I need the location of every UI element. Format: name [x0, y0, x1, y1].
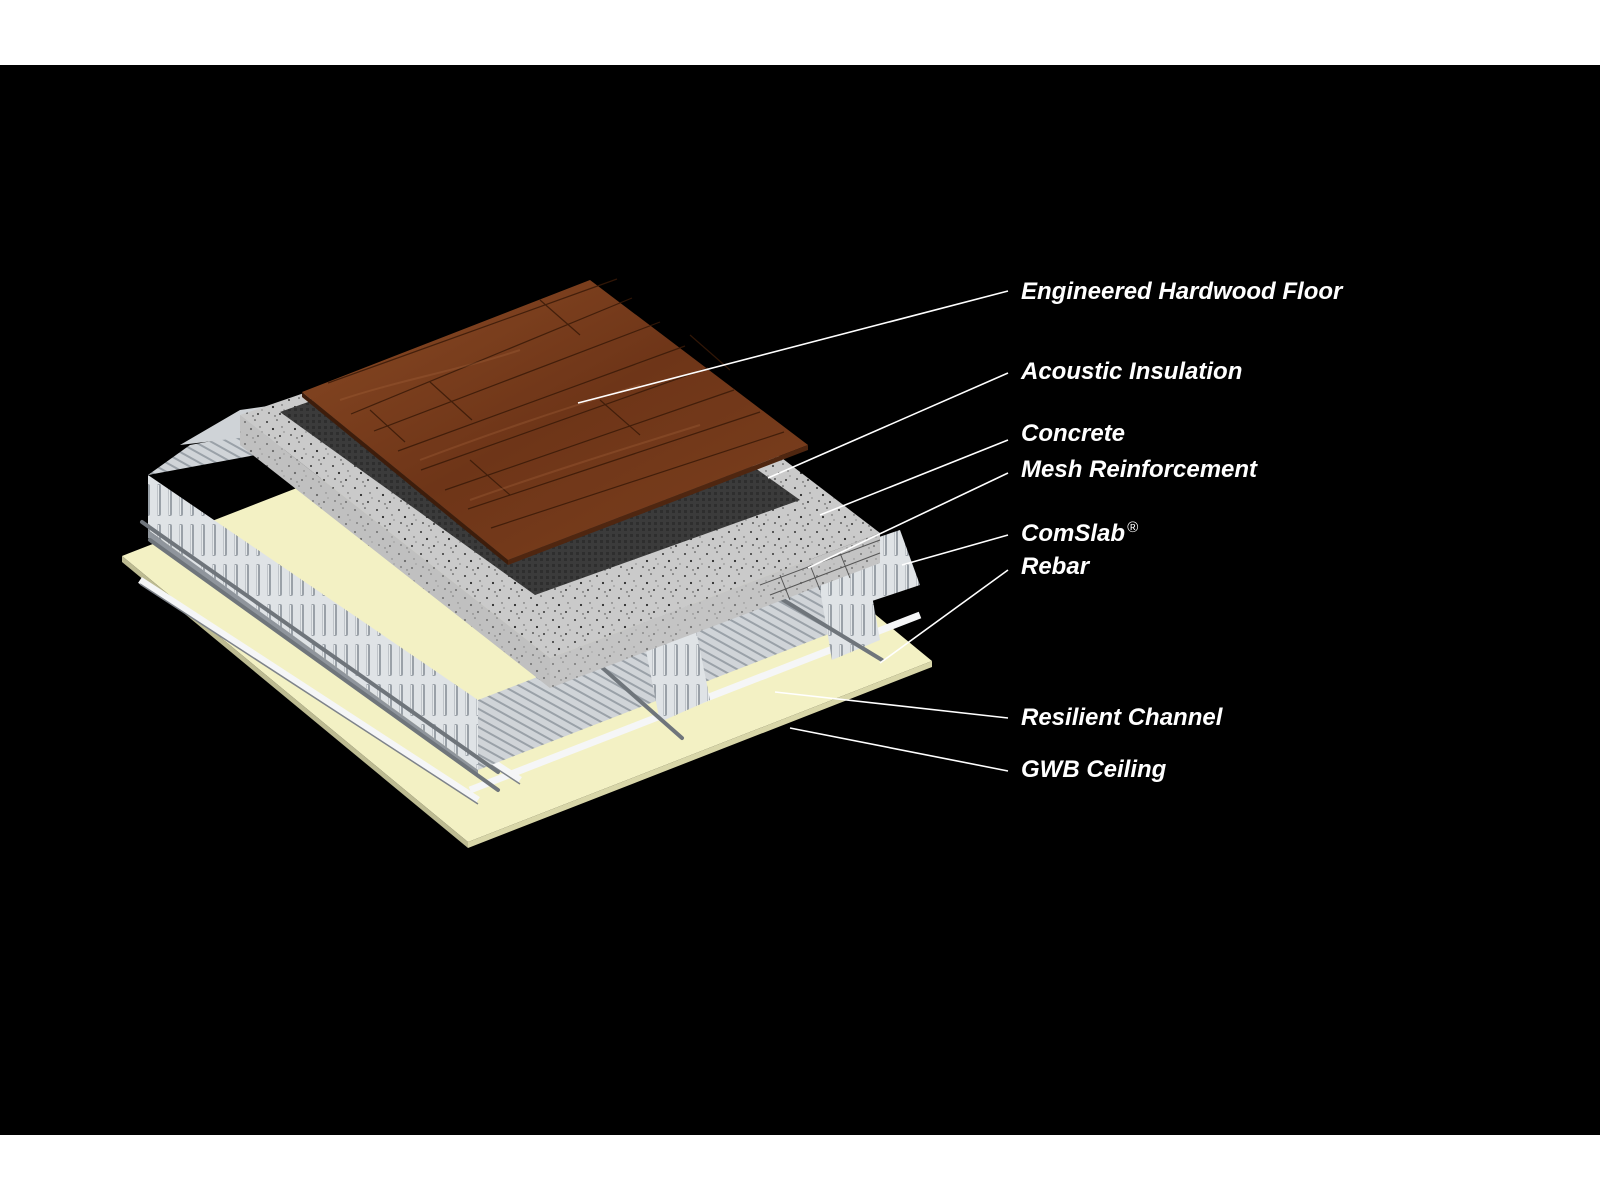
label-resilient-channel: Resilient Channel [1021, 704, 1223, 731]
label-engineered-hardwood-floor: Engineered Hardwood Floor [1021, 278, 1343, 305]
leader-acoustic [767, 372, 1009, 479]
leader-hardwood [577, 290, 1009, 404]
leader-channel [774, 691, 1009, 719]
registered-mark: ® [1127, 519, 1139, 536]
leader-gwb [789, 727, 1009, 772]
leader-comslab [901, 534, 1009, 566]
label-comslab: ComSlab® [1021, 519, 1139, 547]
label-acoustic-insulation: Acoustic Insulation [1021, 358, 1243, 385]
label-rebar: Rebar [1021, 553, 1090, 580]
label-gwb-ceiling: GWB Ceiling [1021, 756, 1167, 783]
leader-rebar [879, 569, 1009, 664]
leader-concrete [819, 439, 1009, 516]
label-mesh-reinforcement: Mesh Reinforcement [1021, 456, 1258, 483]
engineered-hardwood-floor [302, 278, 808, 565]
leader-mesh [807, 472, 1009, 569]
leader-lines [577, 290, 1009, 772]
label-concrete: Concrete [1021, 420, 1126, 447]
